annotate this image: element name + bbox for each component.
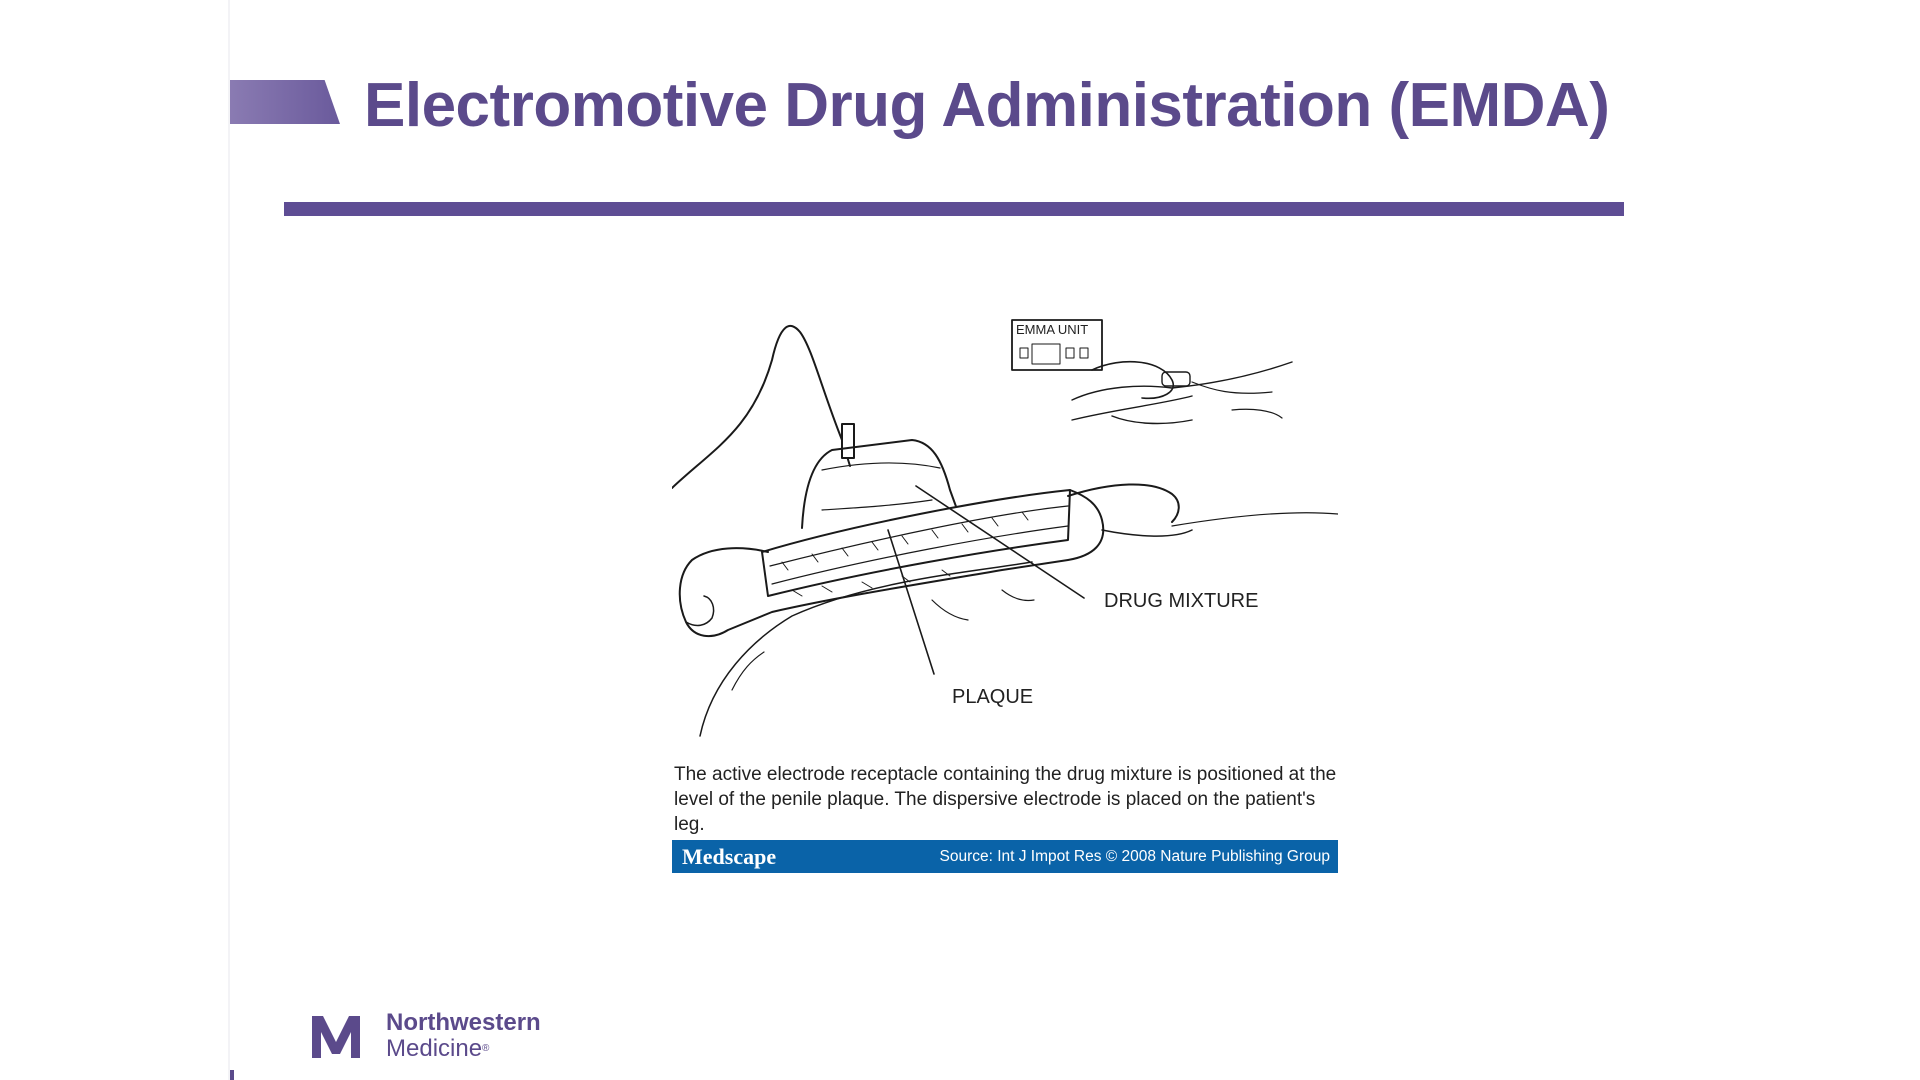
source-bar: Medscape Source: Int J Impot Res © 2008 … (672, 840, 1338, 873)
medscape-logo: Medscape (682, 844, 777, 869)
brand-wordmark: Northwestern Medicine® (386, 1010, 541, 1062)
figure-caption: The active electrode receptacle containi… (674, 764, 1337, 835)
electrode-cable (672, 325, 851, 489)
northwestern-medicine-logo-icon (312, 1015, 360, 1058)
electrode-receptacle (801, 439, 959, 529)
leg-outline (699, 561, 1033, 737)
corner-mark (230, 1070, 234, 1080)
slide-title: Electromotive Drug Administration (EMDA) (364, 71, 1610, 140)
source-credit: Source: Int J Impot Res © 2008 Nature Pu… (939, 848, 1330, 865)
title-accent-tab (230, 80, 340, 124)
brand-line-1: Northwestern (386, 1009, 541, 1036)
emma-unit-device (1011, 319, 1103, 371)
slide-margin-edge (228, 0, 230, 1080)
plaque-pointer (887, 529, 935, 675)
illustration-drawing: EMMA UNIT DRUG MIXTURE PLAQUE (672, 319, 1338, 737)
dispersive-electrode (1091, 360, 1175, 400)
plaque-label: PLAQUE (952, 686, 1033, 708)
emma-unit-label: EMMA UNIT (1016, 322, 1088, 337)
registered-mark: ® (482, 1043, 490, 1054)
brand-line-2: Medicine® (386, 1036, 541, 1062)
brand-line-2-text: Medicine (386, 1035, 483, 1062)
drug-pointer (915, 485, 1085, 599)
slide-margin (0, 0, 228, 1080)
emda-illustration: EMMA UNIT DRUG MIXTURE PLAQUE The active… (672, 300, 1338, 874)
electrode-connector (841, 423, 855, 459)
title-divider (284, 202, 1624, 216)
drug-mixture-label: DRUG MIXTURE (1104, 590, 1258, 612)
